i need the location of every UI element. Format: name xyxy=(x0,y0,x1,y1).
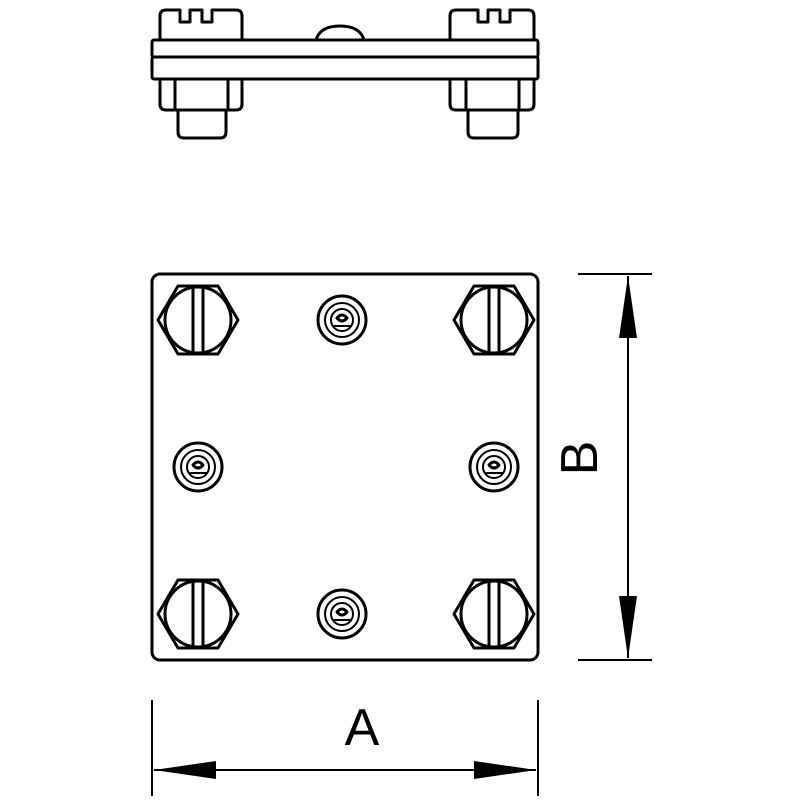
side-view-upper-plate xyxy=(150,38,540,59)
arrowhead-icon xyxy=(619,276,637,338)
side-view-left-nut xyxy=(158,77,244,140)
hex-screw-icon xyxy=(156,284,240,356)
dimension-a: A xyxy=(151,699,539,796)
arrowhead-icon xyxy=(474,761,536,779)
hex-screw-icon xyxy=(452,578,536,650)
dimension-label-b: B xyxy=(551,441,609,476)
side-view-center-dome xyxy=(314,24,366,42)
thread-stud-icon xyxy=(316,294,368,346)
plan-view xyxy=(150,272,540,662)
side-view-lower-plate xyxy=(150,55,540,81)
dimension-b: B xyxy=(551,273,652,661)
arrowhead-icon xyxy=(154,761,216,779)
hex-screw-icon xyxy=(452,284,536,356)
hex-screw-icon xyxy=(156,578,240,650)
thread-stud-icon xyxy=(468,441,520,493)
side-view-left-screw-head xyxy=(158,8,244,42)
side-view xyxy=(150,8,540,140)
thread-stud-icon xyxy=(172,441,224,493)
side-view-right-nut xyxy=(448,77,536,140)
thread-stud-icon xyxy=(316,588,368,640)
arrowhead-icon xyxy=(619,596,637,658)
side-view-right-screw-head xyxy=(448,8,536,42)
dimension-label-a: A xyxy=(345,699,380,757)
clamp-plate xyxy=(150,272,540,662)
